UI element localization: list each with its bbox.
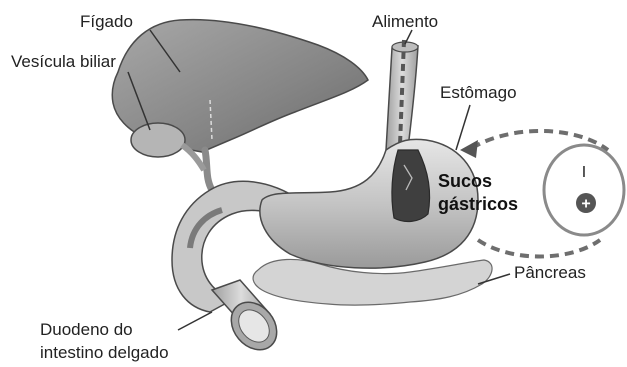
gallbladder [131,123,185,157]
label-intestino-delgado: intestino delgado [40,343,169,362]
leader-estomago [456,105,470,150]
label-duodeno: Duodeno do [40,320,133,339]
leader-duodeno [178,312,212,330]
feedback-loop-lower [478,240,600,257]
label-alimento: Alimento [372,12,438,31]
label-pancreas: Pâncreas [514,263,586,282]
indicator-top-symbol: I [582,164,586,181]
label-figado: Fígado [80,12,133,31]
esophagus [386,46,418,150]
feedback-arrowhead [460,140,478,158]
label-estomago: Estômago [440,83,517,102]
plus-icon: + [581,196,590,213]
label-vesicula-biliar: Vesícula biliar [11,52,116,71]
indicator-circle [544,145,624,235]
label-gastricos: gástricos [438,194,518,214]
label-sucos: Sucos [438,171,492,191]
